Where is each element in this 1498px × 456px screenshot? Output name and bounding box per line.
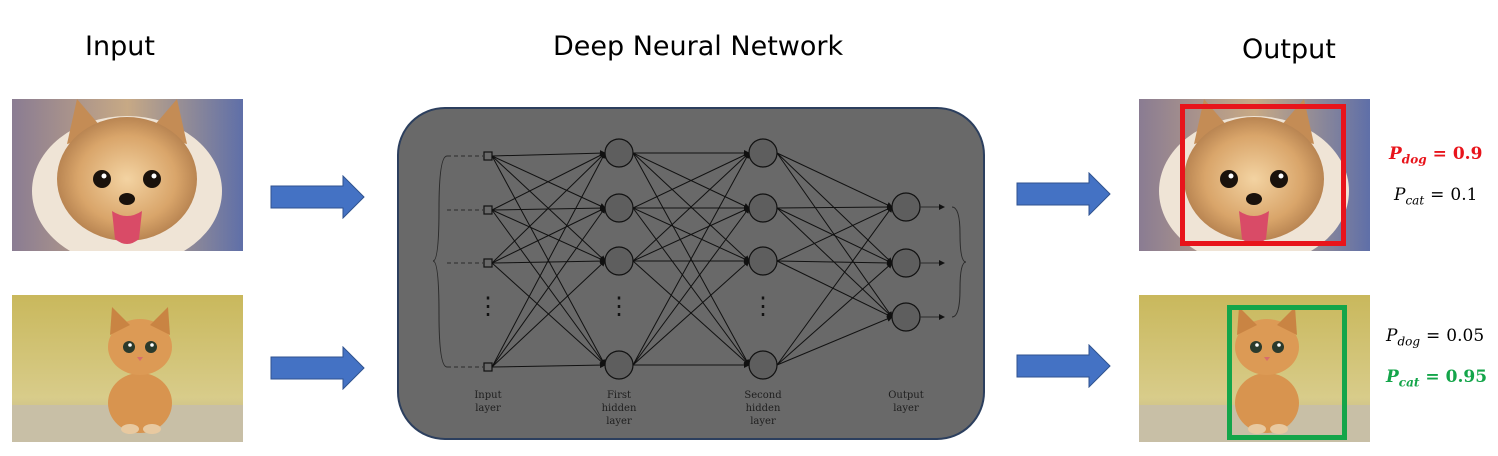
connection-line (632, 207, 750, 366)
connection-line (776, 316, 893, 366)
dog-bounding-box (1180, 104, 1346, 246)
input-heading: Input (85, 31, 155, 62)
neural-network-diagram: ⋮ ⋮ ⋮ Input layer First hidden layer Second hidde… (397, 107, 985, 440)
layer-label-line: layer (606, 416, 632, 427)
input-cat-arrow (270, 346, 365, 390)
input-node (483, 205, 493, 215)
output-bracket (951, 206, 967, 318)
connection-line (632, 260, 750, 366)
input-node (483, 362, 493, 372)
connection-line (491, 150, 606, 157)
connection-line (491, 260, 606, 368)
connection-line (491, 152, 606, 264)
output-dog-arrow (1016, 172, 1111, 216)
layer-label-line: First (607, 390, 631, 401)
second-hidden-node (748, 350, 778, 380)
connection-line (776, 259, 893, 266)
ellipsis-glyph: ⋮ (476, 292, 500, 320)
network-heading: Deep Neural Network (553, 31, 844, 62)
input-dog-arrow (270, 175, 365, 219)
connection-line (491, 152, 606, 368)
first-hidden-node (604, 246, 634, 276)
input-node (483, 151, 493, 161)
cat-bounding-box (1227, 305, 1347, 440)
connection-line (632, 152, 750, 262)
second-hidden-node (748, 193, 778, 223)
first-hidden-node (604, 350, 634, 380)
output-node (891, 302, 921, 332)
layer-label-line: layer (750, 416, 776, 427)
second-hidden-node (748, 138, 778, 168)
layer-label-line: hidden (602, 403, 637, 414)
output-node (891, 192, 921, 222)
first-hidden-node (604, 138, 634, 168)
connection-line (491, 207, 606, 264)
ellipsis-glyph: ⋮ (607, 292, 631, 320)
connection-line (491, 207, 606, 368)
output-dog-image (1139, 99, 1370, 251)
connection-line (491, 152, 606, 211)
layer-label-line: Output (888, 390, 924, 401)
output-node (891, 248, 921, 278)
connection-line (632, 152, 750, 209)
dog-image-p-cat: Pcat=0.1 (1394, 185, 1478, 208)
connection-line (776, 206, 893, 366)
layer-label-line: layer (475, 403, 501, 414)
layer-label-line: Second (744, 390, 782, 401)
layer-label-line: Input (474, 390, 501, 401)
cat-image-p-cat: Pcat=0.95 (1386, 367, 1488, 390)
connection-line (491, 258, 606, 265)
connection-line (776, 260, 893, 318)
connection-line (632, 207, 750, 262)
cat-image-p-dog: Pdog=0.05 (1386, 326, 1485, 349)
dog-image-p-dog: Pdog=0.9 (1389, 144, 1483, 167)
first-hidden-node (604, 193, 634, 223)
ellipsis-glyph: ⋮ (751, 292, 775, 320)
output-cat-arrow (1016, 344, 1111, 388)
connection-line (776, 152, 893, 208)
connection-line (776, 206, 893, 262)
input-node (483, 258, 493, 268)
layer-label-line: layer (893, 403, 919, 414)
layer-label-line: hidden (746, 403, 781, 414)
connection-line (776, 262, 893, 366)
input-dog-image (12, 99, 243, 251)
connection-line (776, 207, 893, 264)
input-cat-image (12, 295, 243, 442)
connection-line (491, 205, 606, 212)
connection-line (776, 204, 893, 211)
connection-line (491, 362, 606, 369)
second-hidden-node (748, 246, 778, 276)
connection-line (632, 152, 750, 366)
output-cat-image (1139, 295, 1370, 442)
output-heading: Output (1242, 34, 1336, 65)
input-bracket (432, 155, 448, 368)
